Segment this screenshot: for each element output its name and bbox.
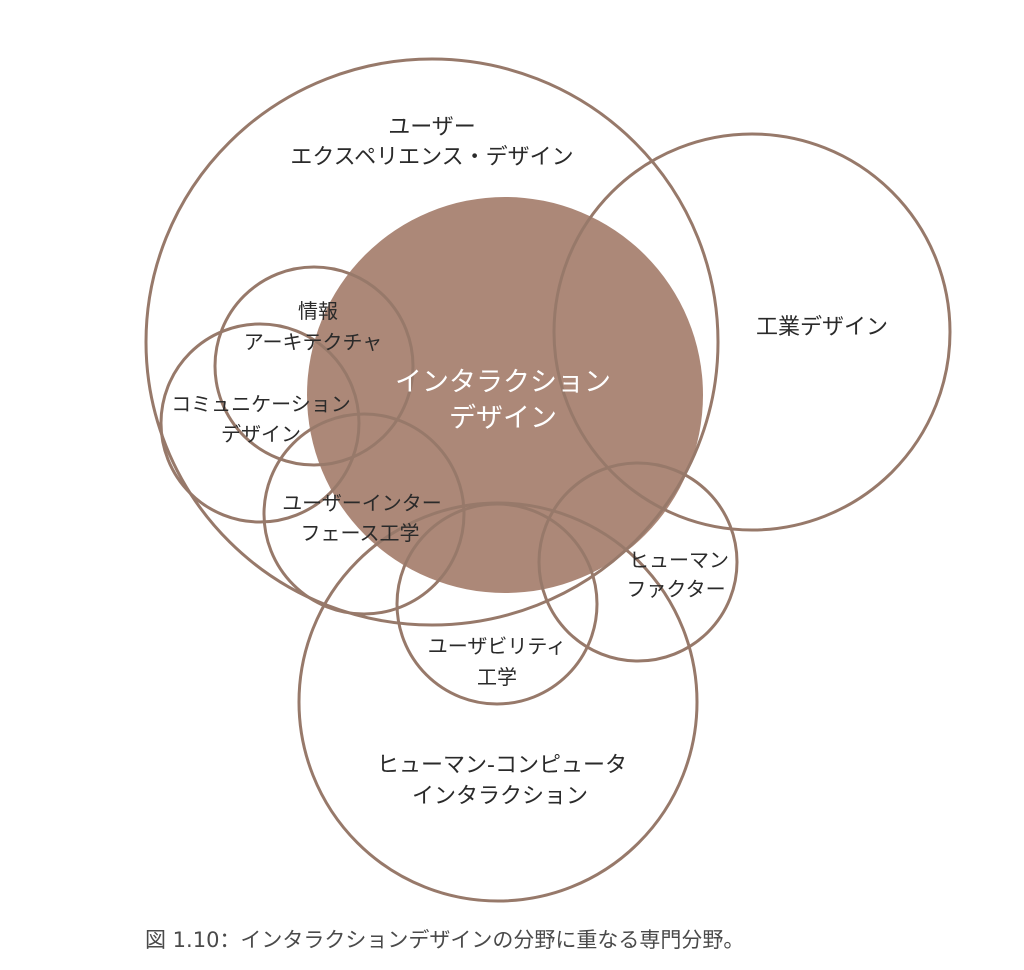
communication-design-label-line2: デザイン (221, 422, 301, 446)
industrial-design-label: 工業デザイン (756, 315, 888, 340)
info-architecture-label-line2: アーキテクチャ (244, 330, 383, 354)
interaction-design-circle (307, 197, 703, 593)
interaction-design-label-line2: デザイン (449, 403, 557, 434)
human-factors-label-line2: ファクター (626, 577, 725, 601)
usability-engineering-label-line2: 工学 (477, 665, 517, 689)
hci-label-line1: ヒューマン-コンピュータ (377, 753, 627, 778)
ux-design-circle (144, 57, 720, 627)
ui-engineering-label-line1: ユーザーインター (282, 491, 442, 515)
communication-design-circle (159, 322, 361, 524)
ui-engineering-label-line2: フェース工学 (301, 521, 420, 545)
interaction-design-label-line1: インタラクション (395, 367, 611, 398)
communication-design-label-line1: コミュニケーション (171, 392, 351, 416)
info-architecture-label-line1: 情報 (298, 299, 338, 323)
hci-circle (297, 501, 699, 903)
ux-design-label-line1: ユーザー (388, 115, 476, 140)
hci-label-line2: インタラクション (412, 784, 588, 809)
human-factors-circle (537, 461, 739, 663)
figure-caption: 図 1.10：インタラクションデザインの分野に重なる専門分野。 (145, 928, 745, 952)
industrial-design-circle (552, 132, 952, 532)
ux-design-label-line2: エクスペリエンス・デザイン (290, 145, 573, 170)
usability-engineering-label-line1: ユーザビリティ (428, 634, 566, 658)
info-architecture-circle (213, 265, 415, 467)
human-factors-label-line1: ヒューマン (629, 548, 729, 572)
ui-engineering-circle (262, 412, 466, 616)
